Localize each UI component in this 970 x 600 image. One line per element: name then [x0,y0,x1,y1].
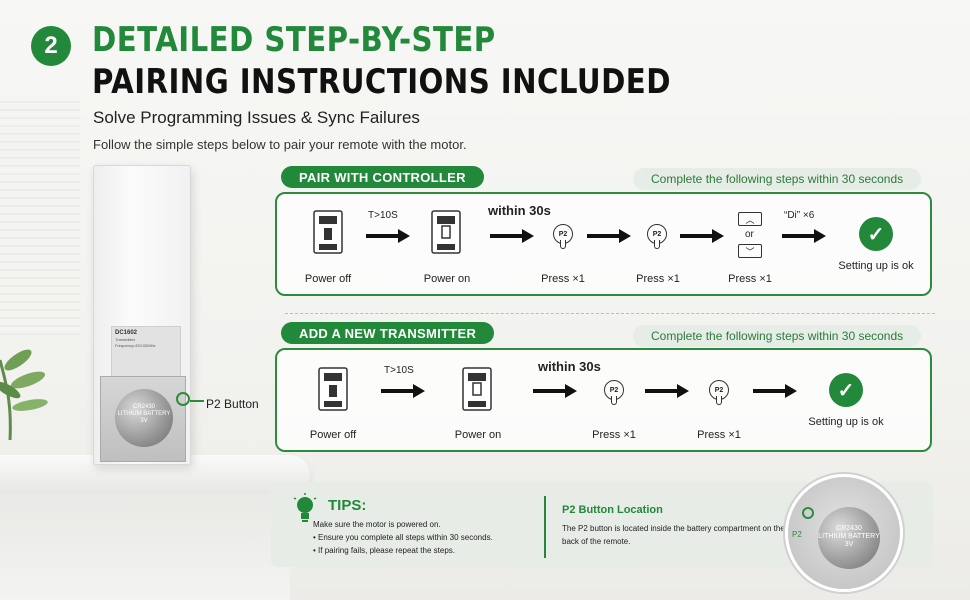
subtitle: Solve Programming Issues & Sync Failures [93,108,420,127]
add-transmitter-panel [275,348,932,452]
arrow-right-icon [587,229,631,243]
or-label: or [745,229,754,240]
up-button-icon: ︿ [738,212,762,226]
breaker-on-icon [462,367,492,411]
delay-label: T>10S [384,365,414,376]
intro-text: Follow the simple steps below to pair yo… [93,137,467,152]
p2-press-icon: P2 [647,224,667,249]
step-power-on: Power on [454,429,502,441]
title-line-2: PAIRING INSTRUCTIONS INCLUDED [92,62,671,102]
breaker-off-icon [318,367,348,411]
breaker-off-icon [313,210,343,254]
battery-type: LITHIUM BATTERY [117,411,171,417]
step-setting-ok: Setting up is ok [838,260,914,272]
battery-voltage: 3V [140,418,148,424]
within-30s-label: within 30s [538,359,601,374]
battery-model: CR2430 [132,404,155,410]
down-button-icon: ﹀ [738,244,762,258]
arrow-right-icon [645,384,689,398]
p2-icon-text: P2 [714,386,724,394]
zoom-battery-voltage: 3V [844,541,854,548]
zoom-battery-model: CR2430 [836,525,862,532]
step-press-2: Press ×1 [697,429,741,441]
step-press-1: Press ×1 [541,273,585,285]
tips-divider [544,496,546,558]
p2-press-icon: P2 [709,380,729,405]
p2-marker-ring [176,392,190,406]
check-success-icon: ✓ [829,373,863,407]
step-press-3: Press ×1 [728,273,772,285]
remote-back: DC1602 Transmitter Frequency:433.92MHz C… [93,165,191,465]
remote-label: DC1602 Transmitter Frequency:433.92MHz [111,326,181,381]
step-number-badge: 2 [31,26,71,66]
p2-icon-text: P2 [558,230,568,238]
remote-model: DC1602 [115,330,138,336]
pair-controller-panel [275,192,932,296]
zoom-p2-label: P2 [792,530,802,539]
tip-item: • Ensure you complete all steps within 3… [313,533,493,542]
step-power-on: Power on [423,273,471,285]
step-press-1: Press ×1 [592,429,636,441]
p2-zoom-image: CR2430 LITHIUM BATTERY 3V [785,474,903,592]
plant-decoration [0,349,48,440]
p2-location-text: The P2 button is located inside the batt… [562,524,785,546]
p2-button-label: P2 Button [206,397,259,411]
remote-sub-line-1: Transmitter [115,337,136,342]
arrow-right-icon [782,229,826,243]
step-power-off: Power off [304,273,352,285]
step-press-2: Press ×1 [636,273,680,285]
p2-location-title: P2 Button Location [562,504,663,516]
arrow-right-icon [753,384,797,398]
p2-press-icon: P2 [604,380,624,405]
table-base [0,494,290,600]
p2-icon-text: P2 [609,386,619,394]
p2-icon-text: P2 [652,230,662,238]
arrow-right-icon [680,229,724,243]
window-blinds-background [0,95,80,335]
tip-item: • If pairing fails, please repeat the st… [313,546,455,555]
coin-battery: CR2430 LITHIUM BATTERY 3V [115,389,173,447]
breaker-on-icon [431,210,461,254]
tip-item: Make sure the motor is powered on. [313,520,441,529]
step-power-off: Power off [309,429,357,441]
tips-list: Make sure the motor is powered on. • Ens… [313,518,493,557]
arrow-right-icon [490,229,534,243]
arrow-right-icon [381,384,425,398]
lightbulb-icon [293,493,317,522]
title-line-1: DETAILED STEP-BY-STEP [92,20,496,60]
p2-press-icon: P2 [553,224,573,249]
timer-pill-add-transmitter: Complete the following steps within 30 s… [633,325,922,347]
remote-sub-line-2: Frequency:433.92MHz [115,343,156,348]
battery-compartment: CR2430 LITHIUM BATTERY 3V [100,376,186,462]
section-divider [285,313,935,314]
section-tag-pair-controller: PAIR WITH CONTROLLER [281,166,484,188]
timer-pill-pair-controller: Complete the following steps within 30 s… [633,168,922,190]
tips-title: TIPS: [328,497,367,514]
check-success-icon: ✓ [859,217,893,251]
p2-marker-line [190,400,204,402]
zoom-coin-battery: CR2430 LITHIUM BATTERY 3V [818,507,880,569]
arrow-right-icon [366,229,410,243]
zoom-battery-type: LITHIUM BATTERY [818,533,880,540]
beep-count-label: “Di” ×6 [784,210,815,221]
section-tag-add-transmitter: ADD A NEW TRANSMITTER [281,322,495,344]
arrow-right-icon [533,384,577,398]
p2-zoom-ring [802,507,814,519]
step-setting-ok: Setting up is ok [808,416,884,428]
delay-label: T>10S [368,210,398,221]
within-30s-label: within 30s [488,203,551,218]
